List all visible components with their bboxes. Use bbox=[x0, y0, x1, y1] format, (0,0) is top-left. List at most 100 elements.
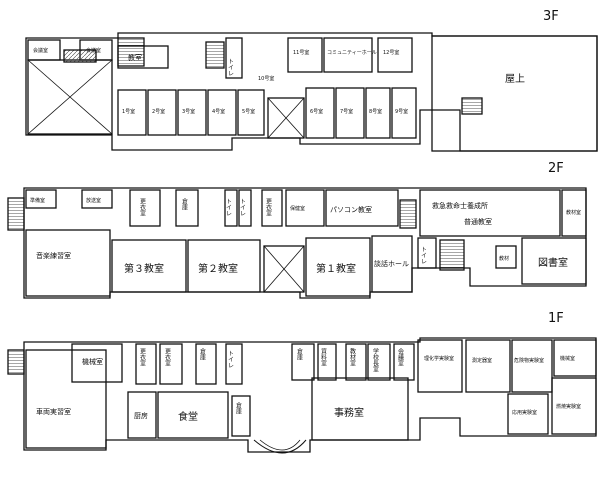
room-1f-r8 bbox=[393, 343, 415, 381]
room-1f-apply bbox=[507, 393, 549, 435]
room-3f-c6 bbox=[305, 87, 335, 139]
room-3f-c5-label: 5号室 bbox=[242, 108, 255, 115]
room-1f-office bbox=[311, 377, 409, 441]
room-2f-hall-label: 談話ホール bbox=[374, 259, 409, 268]
room-2f-small-a bbox=[25, 189, 57, 209]
room-3f-12 bbox=[377, 37, 413, 73]
room-2f-small-b bbox=[81, 189, 113, 209]
room-1f-r7-label: 学校長室 bbox=[372, 347, 379, 372]
room-3f-meeting-a bbox=[27, 39, 61, 61]
room-3f-community-label: コミュニティーホール bbox=[327, 50, 377, 56]
room-2f-hall bbox=[371, 235, 413, 293]
room-1f-hazard-label: 危険物実験室 bbox=[514, 357, 544, 364]
room-1f-r1 bbox=[135, 343, 157, 385]
room-1f-r5 bbox=[317, 343, 337, 381]
room-2f-lib-small bbox=[495, 245, 517, 269]
rooftop-3f bbox=[431, 35, 598, 152]
void-2f bbox=[263, 245, 305, 293]
floor-3f-outline bbox=[25, 32, 598, 152]
room-2f-storage2 bbox=[261, 189, 283, 227]
room-3f-meeting-a-label: 会議室 bbox=[33, 47, 48, 54]
room-3f-classroom-top-label: 教室 bbox=[128, 53, 142, 62]
room-1f-hazard bbox=[511, 339, 553, 393]
room-1f-r7 bbox=[367, 343, 391, 381]
room-1f-toilet bbox=[225, 343, 243, 385]
room-2f-music bbox=[25, 229, 111, 297]
room-3f-c3 bbox=[177, 89, 207, 136]
room-3f-c4-label: 4号室 bbox=[212, 108, 225, 115]
room-3f-c3-label: 3号室 bbox=[182, 108, 195, 115]
floor-2f-outline bbox=[23, 187, 587, 299]
stairs-3f-c bbox=[461, 97, 483, 115]
room-2f-toilet3 bbox=[417, 237, 437, 269]
room-2f-small-b-label: 放送室 bbox=[86, 197, 101, 204]
floor-2f: 2F 準備室 放送室 更衣室 倉庫 トイレ トイレ 更衣室 保健室 パソコン教室… bbox=[7, 161, 587, 299]
room-2f-storage2-label: 更衣室 bbox=[265, 198, 272, 216]
room-1f-kitchen-label: 厨房 bbox=[134, 411, 148, 420]
room-1f-r5-label: 資料室 bbox=[320, 347, 327, 366]
room-2f-c3-label: 第３教室 bbox=[124, 262, 164, 275]
room-1f-chem bbox=[417, 339, 463, 393]
void-2f-cross-b bbox=[263, 245, 305, 293]
room-1f-chem-label: 理化学実験室 bbox=[424, 355, 454, 362]
room-2f-emt-sub: 普通教室 bbox=[464, 217, 492, 226]
floor-1f: 1F 機械室 更衣室 更衣室 倉庫 トイレ 倉庫 資料室 教材室 学校長室 会議… bbox=[7, 311, 597, 454]
floor-label-3f: 3F bbox=[543, 9, 559, 24]
entrance-1f-curve bbox=[253, 439, 307, 454]
corridor-3f-hatch bbox=[63, 49, 97, 63]
room-3f-c1-label: 1号室 bbox=[122, 108, 135, 115]
atrium-3f-cross-b bbox=[27, 59, 113, 135]
room-1f-vehicle bbox=[25, 349, 107, 449]
room-2f-teacher bbox=[561, 189, 587, 237]
room-3f-11 bbox=[287, 37, 323, 73]
room-3f-c5 bbox=[237, 89, 265, 136]
room-3f-c4 bbox=[207, 89, 237, 136]
room-2f-toilet2 bbox=[238, 189, 252, 227]
room-3f-c8 bbox=[365, 87, 391, 139]
room-1f-kitchen bbox=[127, 391, 157, 439]
room-1f-apply-label: 応用実験室 bbox=[512, 409, 537, 416]
room-2f-teacher-label: 教材室 bbox=[566, 209, 581, 216]
room-3f-community bbox=[323, 37, 373, 73]
stairs-3f-b bbox=[205, 41, 225, 69]
room-2f-storage1 bbox=[175, 189, 199, 227]
room-1f-r4-label: 倉庫 bbox=[296, 347, 303, 361]
room-1f-dining bbox=[157, 391, 229, 439]
room-1f-r8-label: 会議室 bbox=[397, 347, 404, 366]
room-3f-11-label: 11号室 bbox=[293, 49, 309, 56]
room-1f-storage bbox=[231, 395, 251, 437]
floor-label-1f: 1F bbox=[548, 311, 564, 326]
void-3f bbox=[267, 97, 305, 139]
room-1f-measure bbox=[465, 339, 511, 393]
room-3f-c9 bbox=[391, 87, 417, 139]
room-1f-mech bbox=[553, 339, 597, 377]
room-2f-c2 bbox=[187, 239, 261, 293]
floor-3f: 3F 会議室 会議室 教室 トイレ 11号室 コミュニティーホール 12号室 屋… bbox=[25, 9, 598, 152]
room-1f-machine bbox=[71, 343, 123, 383]
room-2f-toilet2-label: トイレ bbox=[239, 198, 246, 216]
rooftop-3f-label: 屋上 bbox=[505, 73, 525, 85]
room-2f-prep bbox=[129, 189, 161, 227]
room-3f-c6-label: 6号室 bbox=[310, 108, 323, 115]
room-2f-staff bbox=[285, 189, 325, 227]
room-1f-r2 bbox=[159, 343, 183, 385]
room-2f-library bbox=[521, 237, 587, 285]
room-3f-c1 bbox=[117, 89, 147, 136]
room-2f-toilet3-label: トイレ bbox=[420, 246, 427, 264]
room-1f-combust-label: 燃焼実験室 bbox=[556, 403, 581, 410]
room-2f-emt bbox=[419, 189, 561, 237]
room-1f-r3 bbox=[195, 343, 217, 385]
room-2f-pc bbox=[325, 189, 399, 227]
room-2f-library-label: 図書室 bbox=[538, 256, 568, 269]
room-1f-measure-label: 測定器室 bbox=[472, 357, 492, 364]
stairs-2f-mid bbox=[399, 199, 417, 229]
room-3f-toilet-label: トイレ bbox=[227, 58, 234, 76]
room-3f-c7 bbox=[335, 87, 365, 139]
room-3f-toilet bbox=[225, 37, 243, 79]
room-2f-small-a-label: 準備室 bbox=[30, 197, 45, 204]
room-2f-toilet1-label: トイレ bbox=[225, 198, 232, 216]
room-2f-c2-label: 第２教室 bbox=[198, 262, 238, 275]
room-1f-toilet-label: トイレ bbox=[227, 350, 234, 368]
stairs-1f-left bbox=[7, 349, 25, 375]
